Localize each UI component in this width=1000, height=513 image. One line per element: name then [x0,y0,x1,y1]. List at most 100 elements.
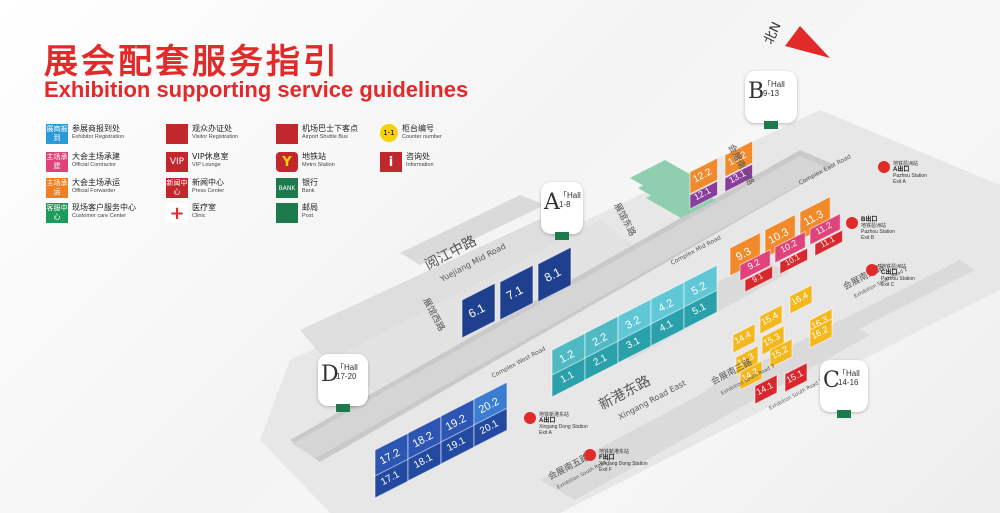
legend-label-cn: 参展商报到处 [72,124,120,133]
station-exit-en: Exit A [893,179,906,185]
hall-block[interactable]: 9.1 [744,265,773,293]
metro-station-xingang-f[interactable]: 地铁新港东站 F出口 Xingang Dong Station Exit F [584,449,648,473]
hall-block[interactable]: 5.1 [683,289,718,330]
hall-group-b-card[interactable]: B 「Hall 9-13 [745,71,797,129]
hall-shape [724,140,753,178]
hall-group-range: 1-8 [559,200,571,209]
hall-block[interactable]: 3.2 [617,298,652,347]
legend-label-cn: 机场巴士下客点 [302,124,358,133]
station-name-en: Xingang Dong Station [599,461,648,467]
legend-label-en: Airport Shuttle Bus [302,134,348,140]
hall-shape [724,163,753,193]
hall-block[interactable]: 16.2 [809,317,833,349]
hall-block[interactable]: 18.1 [407,441,442,482]
station-name-cn: 地铁琶洲站 [881,264,907,270]
hall-block[interactable]: 11.1 [814,229,843,257]
hall-block[interactable]: 14.2 [739,359,763,391]
legend-label-en: Counter number [402,134,442,140]
hall-group-range: 9-13 [763,89,780,98]
legend-label-en: Official Forwarder [72,188,116,194]
hall-shape [732,322,756,354]
metro-icon [878,161,890,173]
hall-block[interactable]: 8.1 [537,246,572,303]
main-corridor [290,150,835,462]
hall-shape [814,229,843,257]
hall-shape [769,337,793,369]
metro-icon [524,412,536,424]
hall-group-tag [336,404,350,412]
hall-block[interactable]: 19.1 [440,424,475,465]
station-name-en: Pazhou Station [881,276,915,282]
station-exit-cn: A出口 [539,418,556,424]
legend-label-en: VIP Lounge [192,162,221,168]
station-exit-cn: B出口 [861,217,878,223]
hall-block[interactable]: 7.1 [499,264,534,321]
station-exit-cn: C出口 [881,270,898,276]
metro-icon [584,449,596,461]
hall-block[interactable]: 4.1 [650,306,685,347]
hall-group-range: 14-16 [838,378,859,387]
hall-block[interactable]: 15.1 [784,361,808,393]
station-exit-en: Exit F [599,467,612,473]
hall-block[interactable]: 14.1 [754,373,778,405]
legend-icon: 展商报到 [46,124,68,144]
legend-label-cn: 大会主场承运 [72,178,120,187]
hall-block[interactable]: 6.1 [461,282,496,339]
station-exit-en: Exit B [861,235,875,241]
metro-station-xingang-a[interactable]: 地铁新港东站 A出口 Xingang Dong Station Exit A [524,412,588,436]
hall-group-c-card[interactable]: C 「Hall 14-16 [820,360,868,418]
page-title-cn: 展会配套服务指引 [44,42,340,82]
legend-label-en: Press Center [192,188,225,194]
station-exit-cn: F出口 [599,455,615,461]
hall-group-word: 「Hall [336,363,358,372]
hall-shape [784,361,808,393]
station-exit-cn: A出口 [893,167,910,173]
metro-station-pazhou-b[interactable]: B出口 地铁琶洲站 Pazhou Station Exit B [846,217,895,241]
station-name-en: Pazhou Station [861,229,895,235]
hall-group-d-card[interactable]: D 「Hall 17-20 [318,354,368,412]
hall-group-tag [837,410,851,418]
hall-block[interactable]: 9.2 [739,248,771,282]
hall-block[interactable]: 2.1 [584,340,619,381]
hall-block[interactable]: 13.2 [724,140,753,178]
hall-block[interactable]: 14.4 [732,322,756,354]
bus-icon [276,124,298,144]
legend-icon: BANK [276,178,298,198]
hall-group-letter: A [544,190,560,215]
hall-block[interactable]: 19.2 [440,398,475,447]
legend-icon: 主场承建 [46,152,68,172]
hall-group-a-card[interactable]: A 「Hall 1-8 [541,182,583,240]
hall-block[interactable]: 20.2 [473,381,508,430]
station-name-cn: 地铁新港东站 [599,449,630,455]
hall-shape [683,289,718,330]
station-name-cn: 地铁琶洲站 [893,161,919,167]
legend-label-cn: 观众办证处 [192,124,232,133]
hall-block[interactable]: 15.2 [769,337,793,369]
hall-block[interactable]: 16.4 [789,283,813,315]
hall-block[interactable]: 11.2 [809,212,841,246]
hall-group-tag [764,121,778,129]
hall-group-letter: D [321,362,339,387]
hall-block[interactable]: 12.2 [689,157,718,195]
metro-station-pazhou-c[interactable]: 地铁琶洲站 C出口 Pazhou Station Exit C [866,264,915,288]
hall-shape [744,265,773,293]
hall-block[interactable]: 4.2 [650,281,685,330]
hall-block[interactable]: 15.3 [761,324,785,356]
metro-station-pazhou-a[interactable]: 地铁琶洲站 A出口 Pazhou Station Exit A [878,161,927,185]
hall-group-letter: B [748,79,765,104]
hall-group-letter: C [823,368,840,393]
legend-label-en: Metro Station [302,162,335,168]
hall-block[interactable]: 20.1 [473,407,508,448]
station-name-cn: 地铁新港东站 [539,412,570,418]
hall-block[interactable]: 15.4 [759,303,783,335]
